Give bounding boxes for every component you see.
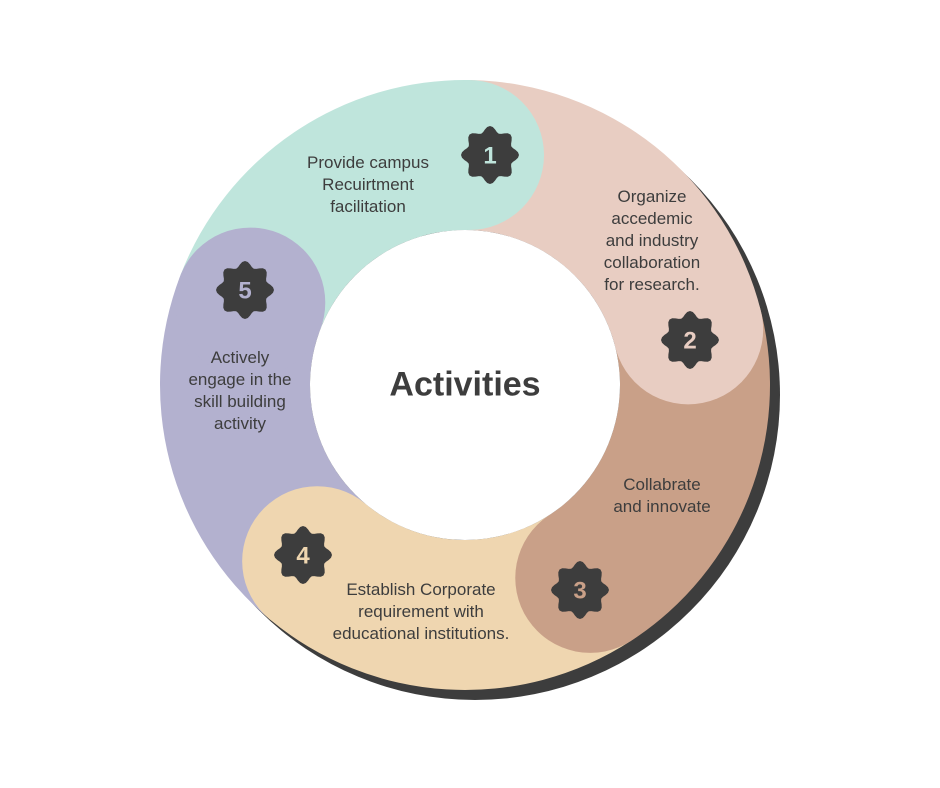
step-2-badge-icon — [661, 311, 719, 369]
step-5-number: 5 — [238, 278, 251, 305]
step-2-number: 2 — [683, 328, 696, 355]
step-4-badge-icon — [274, 526, 332, 584]
step-5-badge-icon — [216, 261, 274, 319]
diagram-title: Activities — [389, 365, 541, 404]
step-3-number: 3 — [573, 578, 586, 605]
step-1-number: 1 — [483, 143, 496, 170]
center-circle — [310, 230, 620, 540]
step-3-badge-icon — [551, 561, 609, 619]
step-4-number: 4 — [296, 543, 310, 570]
step-1-badge-icon — [461, 126, 519, 184]
